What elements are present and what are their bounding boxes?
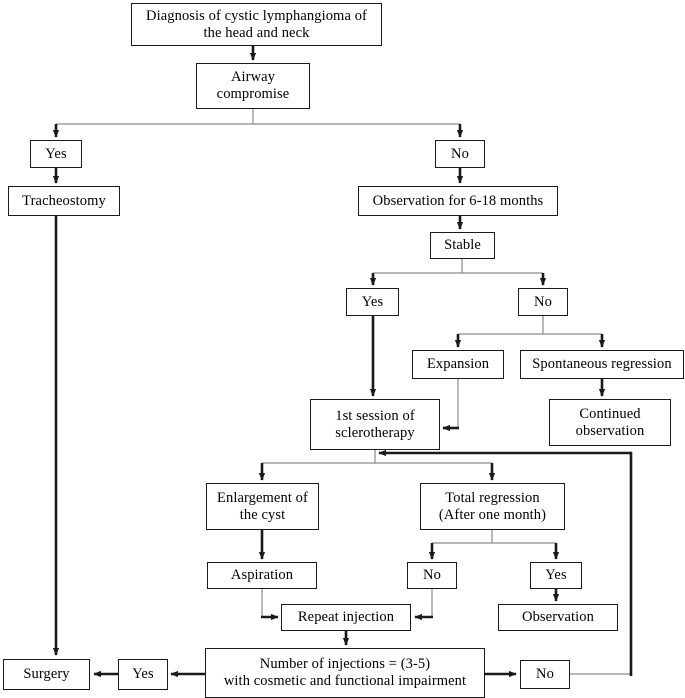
edge-stable-split [373,259,543,274]
node-airway-yes-label: Yes [45,145,67,162]
node-repeat-injection-label: Repeat injection [297,609,395,626]
node-stable-yes-label: Yes [361,293,384,310]
node-stable-label: Stable [444,237,481,254]
node-airway-no[interactable]: No [435,140,485,168]
node-regression-yes[interactable]: Yes [530,562,582,589]
node-tracheostomy-label: Tracheostomy [22,192,106,209]
node-regression-no[interactable]: No [407,562,457,589]
node-repeat-injection[interactable]: Repeat injection [281,604,411,631]
node-tracheostomy[interactable]: Tracheostomy [8,186,120,216]
node-airway-yes[interactable]: Yes [30,140,82,168]
node-observation-6-18-months-label: Observation for 6-18 months [372,192,544,209]
node-total-regression-label: Total regression(After one month) [438,489,547,523]
node-stable-no[interactable]: No [518,288,568,316]
edge-no-split [458,316,602,335]
node-final-yes-label: Yes [132,666,154,683]
edge-airway-split [56,109,460,125]
node-observation[interactable]: Observation [498,604,618,631]
node-aspiration-label: Aspiration [230,567,294,584]
edge-feedback-loop [378,449,633,676]
node-observation-6-18-months[interactable]: Observation for 6-18 months [358,186,558,216]
node-total-regression[interactable]: Total regression(After one month) [420,483,565,530]
node-spontaneous-regression-label: Spontaneous regression [532,356,672,373]
node-injections-count[interactable]: Number of injections = (3-5)with cosmeti… [205,648,485,698]
node-observation-label: Observation [522,609,594,626]
node-expansion-label: Expansion [426,356,490,373]
node-surgery-label: Surgery [23,666,70,683]
node-stable[interactable]: Stable [430,232,495,259]
edge-sclerotherapy-split [262,450,492,464]
node-stable-no-label: No [534,293,552,310]
node-injections-count-label: Number of injections = (3-5)with cosmeti… [223,656,467,689]
node-final-no-label: No [536,666,554,683]
node-stable-yes[interactable]: Yes [346,288,399,316]
node-expansion[interactable]: Expansion [412,350,504,379]
node-airway-no-label: No [451,145,469,162]
node-aspiration[interactable]: Aspiration [207,562,317,589]
node-regression-yes-label: Yes [545,567,567,584]
node-regression-no-label: No [423,567,441,584]
node-spontaneous-regression[interactable]: Spontaneous regression [520,350,684,379]
edge-totalregression-split [432,530,556,544]
node-final-no[interactable]: No [520,660,570,689]
node-surgery[interactable]: Surgery [3,659,90,690]
node-final-yes[interactable]: Yes [118,659,168,690]
